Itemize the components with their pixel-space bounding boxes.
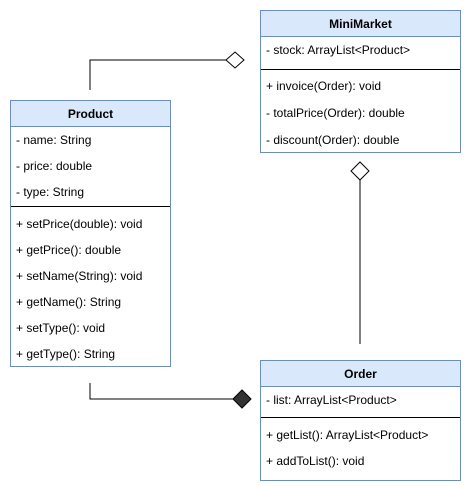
attribute-row[interactable]: - type: String bbox=[16, 185, 85, 199]
aggregation-order-minimarket[interactable] bbox=[350, 161, 370, 344]
class-minimarket[interactable]: MiniMarket - stock: ArrayList<Product> +… bbox=[260, 10, 461, 153]
operation-row[interactable]: + getType(): String bbox=[16, 347, 116, 361]
operation-row[interactable]: + setType(): void bbox=[16, 321, 106, 335]
operation-row[interactable]: - discount(Order): double bbox=[266, 133, 400, 147]
composition-product-order[interactable] bbox=[89, 383, 252, 409]
attributes-section: - list: ArrayList<Product> bbox=[261, 387, 460, 418]
attribute-row[interactable]: - stock: ArrayList<Product> bbox=[266, 43, 411, 57]
operations-section: + invoice(Order): void - totalPrice(Orde… bbox=[261, 70, 460, 154]
class-order[interactable]: Order - list: ArrayList<Product> + getLi… bbox=[260, 360, 461, 481]
aggregation-diamond-icon bbox=[350, 161, 370, 181]
class-name: Order bbox=[261, 361, 460, 387]
operation-row[interactable]: - totalPrice(Order): double bbox=[266, 106, 405, 120]
operation-row[interactable]: + setPrice(double): void bbox=[16, 217, 143, 231]
attribute-row[interactable]: - price: double bbox=[16, 159, 93, 173]
class-product[interactable]: Product - name: String - price: double -… bbox=[10, 100, 171, 367]
class-name: Product bbox=[11, 101, 170, 127]
operation-row[interactable]: + getName(): String bbox=[16, 295, 122, 309]
operations-section: + setPrice(double): void + getPrice(): d… bbox=[11, 207, 170, 367]
operation-row[interactable]: + getList(): ArrayList<Product> bbox=[266, 428, 429, 442]
operation-row[interactable]: + getPrice(): double bbox=[16, 243, 122, 257]
operation-row[interactable]: + setName(String): void bbox=[16, 269, 143, 283]
operation-row[interactable]: + invoice(Order): void bbox=[266, 79, 382, 93]
attribute-row[interactable]: - list: ArrayList<Product> bbox=[266, 393, 397, 407]
attributes-section: - name: String - price: double - type: S… bbox=[11, 127, 170, 207]
aggregation-product-minimarket[interactable] bbox=[89, 51, 245, 90]
operations-section: + getList(): ArrayList<Product> + addToL… bbox=[261, 418, 460, 474]
class-name: MiniMarket bbox=[261, 11, 460, 37]
aggregation-diamond-icon bbox=[225, 51, 245, 69]
composition-diamond-icon bbox=[232, 389, 252, 409]
operation-row[interactable]: + addToList(): void bbox=[266, 454, 365, 468]
attributes-section: - stock: ArrayList<Product> bbox=[261, 37, 460, 70]
attribute-row[interactable]: - name: String bbox=[16, 133, 92, 147]
